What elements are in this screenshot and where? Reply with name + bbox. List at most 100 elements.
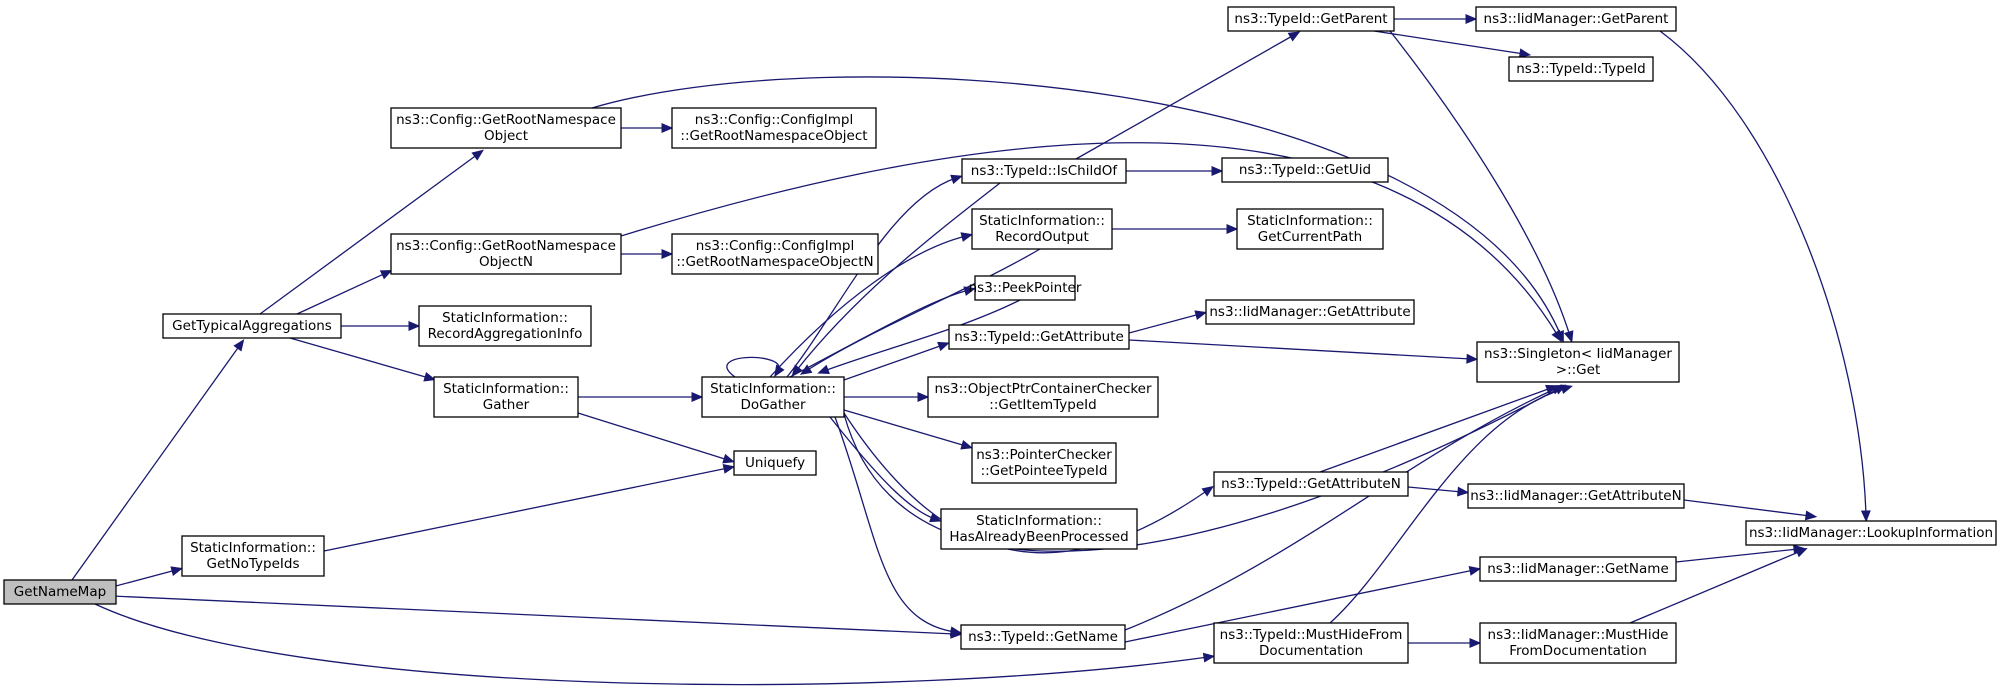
node-iid-getattribute[interactable]: ns3::IidManager::GetAttribute	[1205, 299, 1415, 325]
node-singleton-get[interactable]: ns3::Singleton< IidManager>::Get	[1476, 341, 1680, 383]
node-iid-getparent[interactable]: ns3::IidManager::GetParent	[1475, 6, 1677, 32]
edge-typeid-getattribute-to-iid-getattribute	[1128, 310, 1208, 334]
node-iid-getattributen[interactable]: ns3::IidManager::GetAttributeN	[1467, 483, 1685, 509]
node-label: GetNoTypeIds	[206, 556, 299, 572]
node-label: GetTypicalAggregations	[172, 318, 332, 334]
node-peekpointer[interactable]: ns3::PeekPointer	[969, 275, 1082, 301]
edge-dogather-to-typeid-getattribute	[843, 341, 950, 381]
node-label: DoGather	[740, 397, 806, 413]
node-label: ns3::Singleton< IidManager	[1484, 346, 1672, 362]
node-typeid-getparent[interactable]: ns3::TypeId::GetParent	[1227, 6, 1395, 32]
arrowhead	[1194, 310, 1208, 320]
node-pointerchecker[interactable]: ns3::PointerChecker::GetPointeeTypeId	[971, 442, 1117, 484]
node-getcurrentpath[interactable]: StaticInformation::GetCurrentPath	[1236, 208, 1384, 250]
edge-peekpointer-to-dogather	[817, 299, 1021, 375]
node-dogather[interactable]: StaticInformation::DoGather	[701, 376, 845, 418]
edge-getrootnsobjectn-to-impl-getrootnsobjectn	[621, 249, 674, 259]
node-label: HasAlreadyBeenProcessed	[949, 529, 1128, 545]
node-label: RecordOutput	[995, 229, 1089, 245]
arrowhead	[170, 566, 184, 576]
arrowhead	[1466, 353, 1479, 364]
node-getrootnsobject[interactable]: ns3::Config::GetRootNamespaceObject	[390, 107, 622, 149]
node-label: ns3::IidManager::GetAttributeN	[1470, 488, 1681, 504]
edge-typeid-getattribute-to-singleton-get	[1128, 339, 1479, 364]
node-label: ObjectN	[479, 254, 533, 270]
arrowhead	[799, 364, 813, 375]
node-iid-musthide[interactable]: ns3::IidManager::MustHideFromDocumentati…	[1479, 622, 1677, 664]
edge-iid-getname-to-iid-lookupinformation	[1675, 544, 1806, 563]
edge-typeid-getparent-to-iid-getparent	[1394, 14, 1478, 24]
node-typeid-getattributen[interactable]: ns3::TypeId::GetAttributeN	[1213, 471, 1409, 497]
arrowhead	[1468, 566, 1482, 576]
edge-typeid-getparent-to-singleton-get	[1389, 30, 1574, 343]
node-recordaggregationinfo[interactable]: StaticInformation::RecordAggregationInfo	[418, 305, 592, 347]
node-iid-lookupinformation[interactable]: ns3::IidManager::LookupInformation	[1745, 520, 1997, 546]
node-label: Documentation	[1259, 643, 1363, 659]
edge-dogather-to-typeid-getname	[834, 416, 963, 637]
edge-getnamemap-to-typeid-musthide	[94, 603, 1216, 686]
arrowhead	[1465, 14, 1478, 24]
arrowhead	[817, 364, 830, 375]
node-uniquefy[interactable]: Uniquefy	[733, 450, 817, 476]
node-label: ns3::TypeId::GetUid	[1239, 162, 1371, 178]
node-gather[interactable]: StaticInformation::Gather	[433, 376, 579, 418]
node-objectptrcontainerchecker[interactable]: ns3::ObjectPtrContainerChecker::GetItemT…	[927, 376, 1159, 418]
node-label: ::GetItemTypeId	[989, 397, 1096, 413]
node-recordoutput[interactable]: StaticInformation::RecordOutput	[971, 208, 1113, 250]
arrowhead	[1794, 548, 1808, 558]
node-typeid-getname[interactable]: ns3::TypeId::GetName	[960, 624, 1126, 650]
node-typeid-typeid[interactable]: ns3::TypeId::TypeId	[1508, 56, 1654, 82]
node-hasalreadybeenprocessed[interactable]: StaticInformation::HasAlreadyBeenProcess…	[940, 508, 1138, 550]
node-label: StaticInformation::	[976, 513, 1102, 529]
edge-ischildof-to-dogather	[791, 182, 1001, 377]
node-getnotypeids[interactable]: StaticInformation::GetNoTypeIds	[181, 535, 325, 577]
edge-gettypicalaggregations-to-getrootnsobjectn	[296, 269, 393, 315]
arrowhead	[1287, 31, 1301, 42]
node-getrootnsobjectn[interactable]: ns3::Config::GetRootNamespaceObjectN	[390, 233, 622, 275]
node-label: StaticInformation::	[442, 310, 568, 326]
arrowhead	[471, 149, 484, 161]
arrowhead	[1860, 510, 1871, 523]
node-gettypicalaggregations[interactable]: GetTypicalAggregations	[162, 313, 342, 339]
arrowhead	[1201, 485, 1214, 497]
node-impl-getrootnsobjectn[interactable]: ns3::Config::ConfigImpl::GetRootNamespac…	[671, 233, 879, 275]
node-label: ns3::TypeId::IsChildOf	[971, 163, 1119, 179]
arrowhead	[960, 232, 974, 242]
edge-typeid-getname-to-iid-getname	[1124, 566, 1482, 643]
arrowhead	[960, 439, 973, 450]
node-label: ns3::TypeId::GetAttribute	[954, 329, 1124, 345]
edge-gettypicalaggregations-to-getrootnsobject	[259, 149, 484, 315]
node-label: ::GetRootNamespaceObjectN	[676, 254, 873, 270]
node-label: ns3::IidManager::LookupInformation	[1749, 525, 1993, 541]
node-label: Uniquefy	[745, 455, 805, 471]
node-impl-getrootnsobject[interactable]: ns3::Config::ConfigImpl::GetRootNamespac…	[671, 107, 877, 149]
node-label: GetCurrentPath	[1258, 229, 1362, 245]
node-iid-getname[interactable]: ns3::IidManager::GetName	[1479, 556, 1677, 582]
node-label: ns3::TypeId::GetName	[968, 629, 1118, 645]
edge-iid-getparent-to-iid-lookupinformation	[1659, 30, 1871, 523]
node-label: StaticInformation::	[443, 381, 569, 397]
edge-dogather-to-pointerchecker	[843, 409, 973, 450]
edge-dogather-to-dogather	[726, 356, 785, 378]
node-label: >::Get	[1556, 362, 1600, 378]
node-typeid-getuid[interactable]: ns3::TypeId::GetUid	[1221, 157, 1389, 183]
arrowhead	[950, 174, 963, 185]
node-label: StaticInformation::	[979, 213, 1105, 229]
arrowhead	[1551, 329, 1562, 343]
node-label: ns3::IidManager::GetAttribute	[1209, 304, 1410, 320]
arrowhead	[929, 512, 942, 523]
edge-typeid-getattributen-to-iid-getattributen	[1407, 486, 1470, 497]
node-label: ::GetPointeeTypeId	[981, 463, 1108, 479]
node-typeid-getattribute[interactable]: ns3::TypeId::GetAttribute	[948, 324, 1130, 350]
arrowhead	[1469, 638, 1482, 648]
node-label: ns3::TypeId::TypeId	[1516, 61, 1646, 77]
edge-iid-getattributen-to-iid-lookupinformation	[1683, 499, 1818, 521]
node-label: RecordAggregationInfo	[428, 326, 583, 342]
node-getnamemap[interactable]: GetNameMap	[3, 579, 117, 605]
edge-getrootnsobject-to-impl-getrootnsobject	[621, 123, 674, 133]
arrowhead	[1457, 486, 1470, 497]
edge-dogather-to-objectptrcontainerchecker	[844, 392, 930, 402]
node-label: FromDocumentation	[1509, 643, 1647, 659]
node-ischildof[interactable]: ns3::TypeId::IsChildOf	[961, 158, 1127, 184]
